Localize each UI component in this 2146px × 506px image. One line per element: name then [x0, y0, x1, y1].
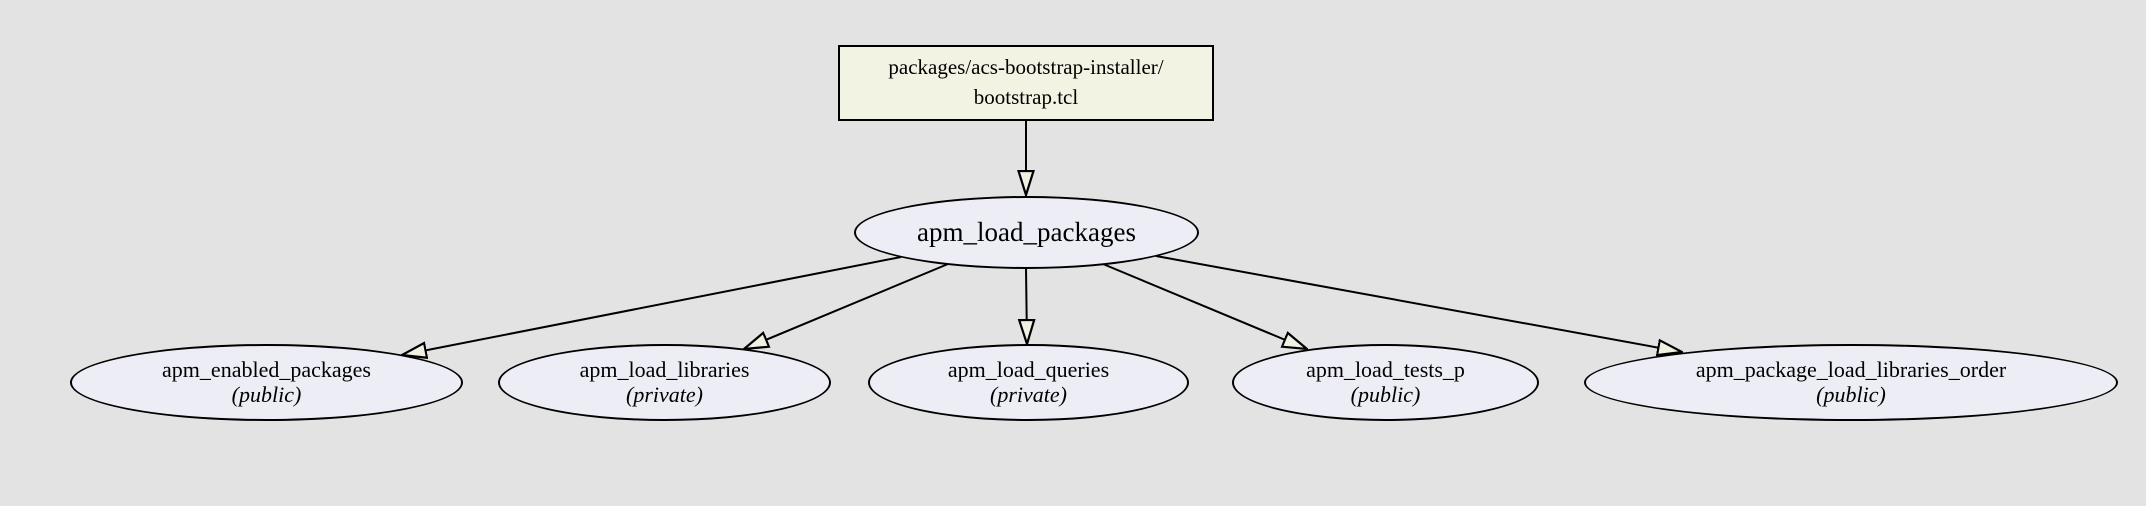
callee-label: apm_enabled_packages [162, 356, 371, 382]
callee-label: apm_load_tests_p [1306, 356, 1465, 382]
callee-visibility: (private) [626, 381, 703, 407]
callee-visibility: (public) [1350, 381, 1421, 407]
edge-to-apm-load-libraries [744, 263, 949, 349]
node-apm-package-load-libraries-order[interactable]: apm_package_load_libraries_order (public… [1584, 344, 2118, 421]
edge-to-apm-load-tests-p [1102, 263, 1307, 349]
root-node-label: apm_load_packages [917, 217, 1136, 247]
node-apm-load-queries[interactable]: apm_load_queries (private) [868, 344, 1189, 421]
file-path-line2: bootstrap.tcl [973, 85, 1079, 109]
node-apm-load-libraries[interactable]: apm_load_libraries (private) [498, 344, 831, 421]
node-apm-load-tests-p[interactable]: apm_load_tests_p (public) [1232, 344, 1539, 421]
callee-label: apm_package_load_libraries_order [1695, 356, 2007, 382]
callee-label: apm_load_libraries [579, 356, 750, 382]
node-apm-load-packages[interactable]: apm_load_packages [854, 196, 1199, 269]
edge-to-apm-load-queries [1026, 267, 1027, 344]
edge-to-apm-package-load-libraries-order [1155, 255, 1682, 352]
node-apm-enabled-packages[interactable]: apm_enabled_packages (public) [70, 344, 463, 421]
callee-visibility: (public) [231, 381, 302, 407]
callee-visibility: (public) [1816, 381, 1886, 407]
file-path-line1: packages/acs-bootstrap-installer/ [888, 55, 1164, 80]
callee-visibility: (private) [990, 381, 1067, 407]
callee-label: apm_load_queries [947, 356, 1110, 382]
node-bootstrap-file[interactable]: packages/acs-bootstrap-installer/ bootst… [838, 45, 1214, 121]
edge-to-apm-enabled-packages [402, 256, 902, 355]
